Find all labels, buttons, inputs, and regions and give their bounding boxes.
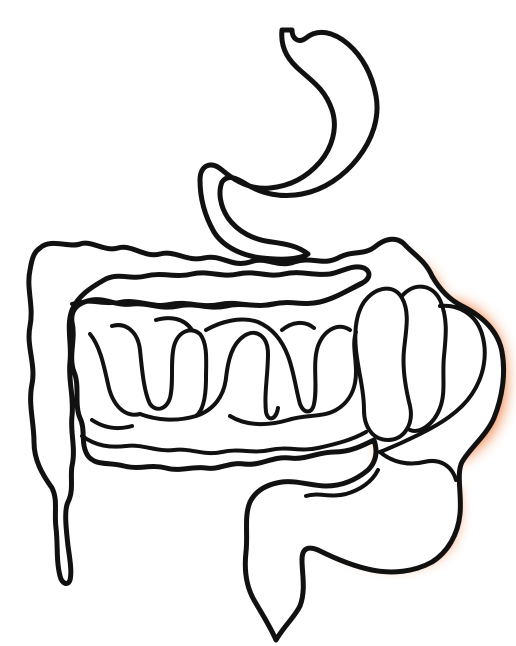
transverse-colon-inner-edge [72, 284, 362, 305]
stomach-outline [200, 30, 377, 259]
large-intestine-outline [29, 239, 504, 640]
